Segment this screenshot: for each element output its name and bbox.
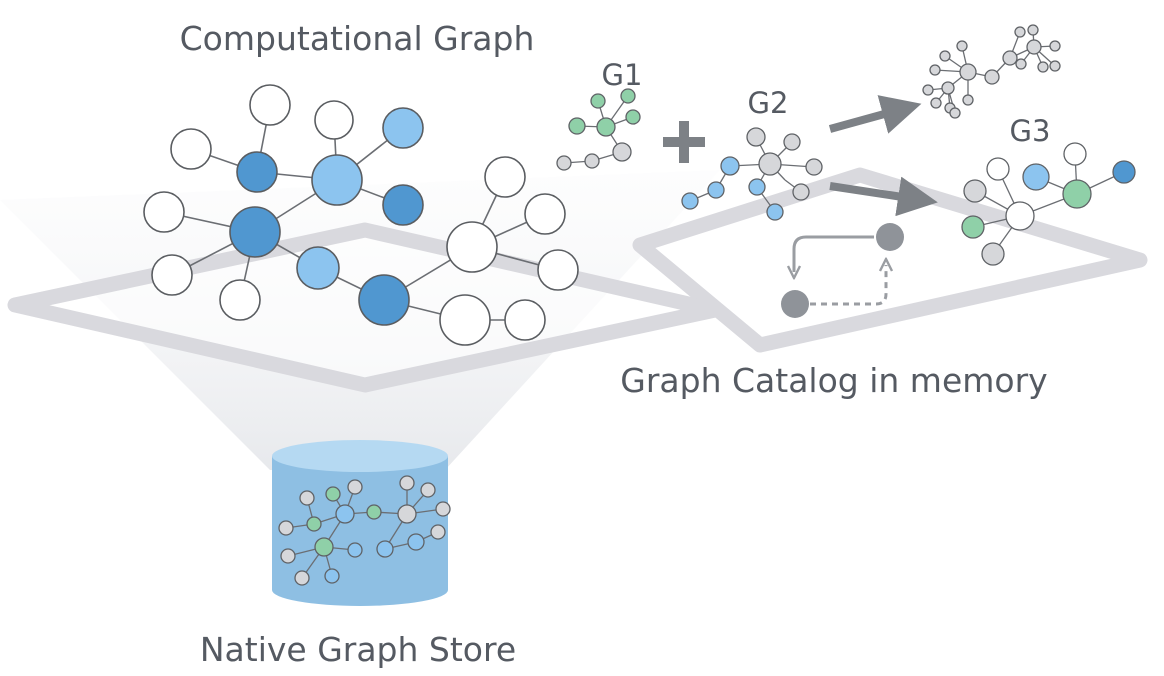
- g3-label: G3: [1010, 114, 1051, 148]
- g1-label: G1: [602, 58, 643, 92]
- computational-graph-label: Computational Graph: [180, 19, 535, 58]
- g2-label: G2: [748, 86, 789, 120]
- arrow-right-icon: [828, 95, 922, 134]
- database-cylinder-icon: [272, 440, 451, 606]
- combined-graph-small: [922, 24, 1061, 119]
- arrow-right-icon: [829, 176, 938, 217]
- graph-catalog-label: Graph Catalog in memory: [620, 361, 1047, 400]
- plus-icon: [663, 121, 705, 163]
- graph-g3: [961, 142, 1136, 266]
- graph-g1: [556, 88, 641, 171]
- native-store-label: Native Graph Store: [200, 630, 516, 669]
- computational-graph: [143, 84, 579, 346]
- computational-graph-nodes: [143, 84, 579, 346]
- graph-g2: [681, 127, 823, 221]
- cycle-arrows-icon: [781, 223, 904, 318]
- stored-graph: [278, 475, 451, 586]
